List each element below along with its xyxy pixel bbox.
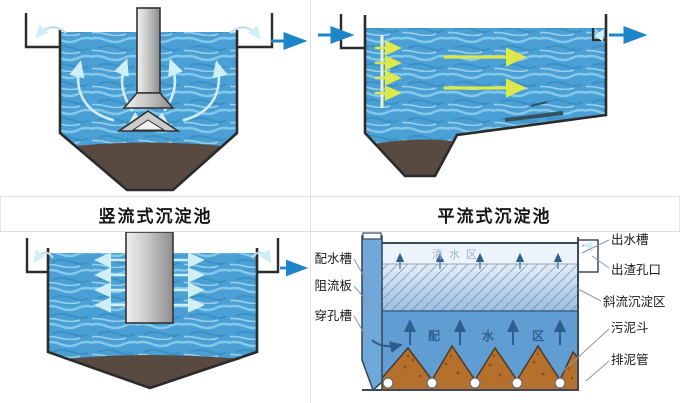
distribution-zone-char: 水 bbox=[482, 328, 495, 343]
effluent-channels bbox=[25, 238, 280, 274]
weir-overflow-arrow bbox=[593, 28, 605, 42]
caption-vertical-flow: 竖流式沉淀池 bbox=[0, 197, 310, 231]
label-scum-port: 出渣孔口 bbox=[611, 263, 661, 277]
channel-flow-arrow bbox=[371, 339, 403, 354]
leader-lines bbox=[353, 239, 610, 382]
center-inlet-pipe bbox=[116, 7, 181, 132]
label-outlet-channel: 出水槽 bbox=[611, 233, 649, 247]
caption-row: 竖流式沉淀池 平流式沉淀池 bbox=[0, 196, 680, 232]
label-inclined-settling-zone: 斜流沉淀区 bbox=[603, 295, 666, 309]
tank-walls bbox=[58, 30, 239, 192]
label-sludge-pipe: 排泥管 bbox=[611, 352, 649, 367]
inclined-settling-zone bbox=[382, 264, 578, 311]
bottom-scraper bbox=[504, 101, 564, 122]
label-distribution-channel: 配水槽 bbox=[314, 252, 352, 266]
tank-walls bbox=[46, 248, 259, 390]
water-body bbox=[365, 28, 606, 176]
radial-flow-arrows bbox=[94, 252, 205, 313]
tank-outline bbox=[362, 237, 579, 391]
inlet-distribution-channel bbox=[361, 232, 383, 392]
grid-divider-vertical bbox=[310, 0, 311, 403]
clear-water-zone-label: 清水区 bbox=[432, 248, 483, 261]
effluent-channels bbox=[24, 13, 274, 49]
horizontal-flow-tank-diagram bbox=[310, 0, 680, 196]
radial-flow-tank-diagram bbox=[0, 232, 310, 403]
tank-walls bbox=[363, 14, 608, 178]
label-perforated-trough: 穿孔槽 bbox=[314, 308, 352, 323]
inlet-channel bbox=[339, 14, 365, 50]
distribution-zone-char: 配 bbox=[428, 328, 440, 343]
distribution-zone-char: 区 bbox=[532, 329, 544, 343]
clear-zone-arrows bbox=[395, 252, 563, 269]
sludge-hopper bbox=[374, 139, 453, 175]
label-baffle-plate: 阻流板 bbox=[314, 279, 352, 293]
weir-overflow-arrows bbox=[34, 24, 261, 40]
caption-horizontal-flow: 平流式沉淀池 bbox=[310, 197, 680, 231]
baffle-flow-arrows bbox=[374, 40, 402, 101]
sludge-pipes bbox=[382, 377, 566, 389]
sludge-hopper bbox=[64, 355, 241, 387]
center-inlet-column bbox=[125, 232, 174, 324]
outlet-channel-box bbox=[578, 239, 599, 273]
horizontal-velocity-arrows bbox=[443, 47, 527, 98]
inclined-flow-tank-diagram: 清水区 配 水 区 配水槽 阻流板 穿孔槽 出水槽 出渣孔口 斜流沉淀区 污泥斗 bbox=[310, 232, 680, 403]
vertical-flow-tank-diagram bbox=[0, 0, 310, 196]
distribution-zone-arrows bbox=[404, 319, 566, 345]
weir-overflow-arrows bbox=[33, 249, 272, 264]
label-sludge-hopper: 污泥斗 bbox=[611, 321, 649, 335]
